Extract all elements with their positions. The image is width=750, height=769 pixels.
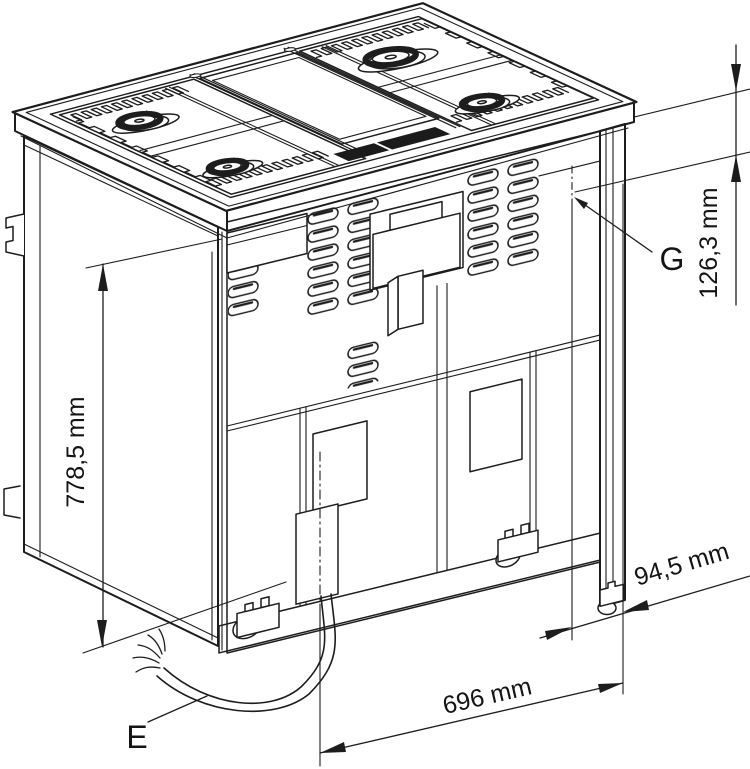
arrow-left-icon	[320, 742, 346, 753]
arrow-right-icon	[598, 683, 623, 693]
arrow-up-icon	[98, 264, 108, 291]
power-cable	[132, 593, 336, 713]
cooktop	[13, 3, 637, 211]
cooktop-rim-thickness	[14, 101, 635, 239]
base-rail	[219, 532, 603, 653]
leader-arrow-icon	[574, 197, 588, 209]
foot-left	[233, 594, 279, 641]
burner-back-left	[98, 108, 188, 137]
wall-bracket-lower	[3, 485, 21, 519]
vent-grid-center-left	[307, 192, 387, 317]
vent-grid-left	[228, 261, 259, 318]
vent-grid-small	[347, 339, 379, 389]
extension-lines	[82, 88, 750, 767]
vent-strip-left	[333, 143, 390, 162]
arrow-left-icon	[623, 600, 649, 612]
rear-crossbar	[227, 213, 307, 273]
dimension-gas-height-126	[731, 44, 741, 306]
label-electrical-cable: E	[126, 719, 147, 755]
burner-front-right	[442, 90, 528, 118]
panel-seam-3	[530, 351, 536, 550]
vent-grid-center-right	[459, 155, 539, 280]
burner-back-right	[341, 42, 448, 76]
arrow-right-icon	[545, 627, 572, 640]
griddle-plate	[200, 53, 439, 144]
dimension-label-gas-height: 126,3 mm	[695, 187, 723, 298]
arrow-down-icon	[731, 64, 741, 91]
leader-G	[577, 199, 653, 253]
cutout-left	[313, 421, 367, 512]
dimension-gas-offset-94	[539, 575, 750, 640]
label-gas-connection: G	[660, 241, 685, 277]
terminal-box	[370, 191, 463, 340]
dimension-width-696	[319, 682, 624, 754]
leader-E	[147, 695, 208, 723]
dimension-height-778	[97, 263, 108, 648]
foot-right	[599, 580, 625, 608]
back-panel	[219, 130, 603, 655]
wall-bracket-upper	[5, 213, 25, 257]
dimension-label-height: 778,5 mm	[62, 396, 90, 507]
burner-front-left	[190, 155, 270, 181]
griddle-rail-right	[284, 47, 460, 127]
cable-cover	[296, 504, 338, 604]
arrow-down-icon	[97, 620, 107, 647]
griddle-rail-left	[190, 74, 367, 155]
leader-lines	[147, 197, 653, 723]
cutout-right	[470, 379, 522, 472]
rear-right-corner-post	[597, 123, 626, 616]
arrow-up-icon	[731, 155, 741, 182]
rear-left-corner-post	[211, 231, 223, 651]
foot-center	[496, 521, 538, 569]
panel-seam-2	[437, 283, 447, 572]
vent-strip-right	[376, 127, 451, 150]
pan-support-left	[63, 80, 365, 193]
burner-module-left	[60, 79, 366, 194]
cable-wire-strands	[132, 628, 166, 673]
side-panel	[3, 135, 219, 647]
